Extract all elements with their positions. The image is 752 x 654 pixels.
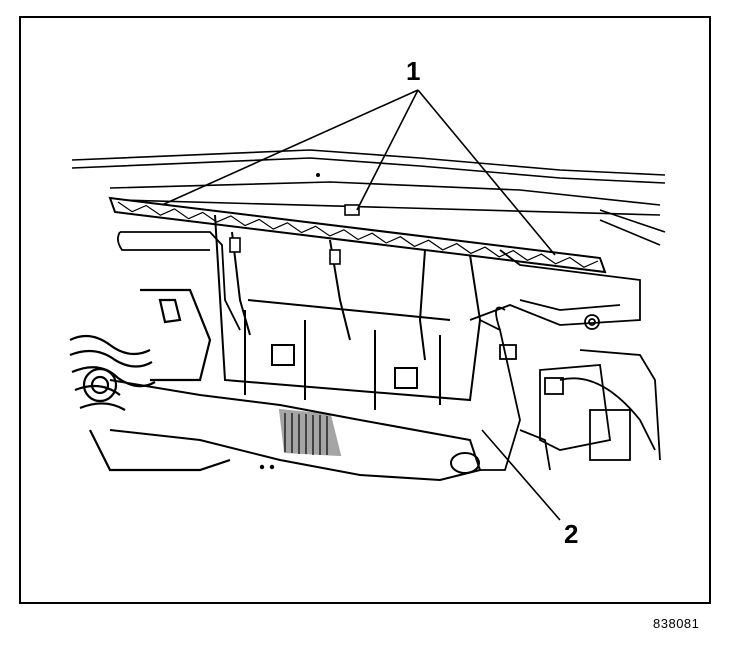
callout-1-label: 1: [406, 56, 421, 86]
figure-id: 838081: [653, 616, 700, 631]
right-engine-components: [479, 306, 661, 471]
wiring-bundle: [69, 288, 231, 472]
figure-frame: [19, 16, 711, 604]
cowl-panel: [71, 149, 666, 246]
wire-clips: [229, 204, 360, 265]
cowl-bracket: [117, 231, 641, 331]
air-duct: [109, 379, 482, 482]
callout-2-label: 2: [564, 519, 579, 549]
callout-1-leaders: [161, 89, 556, 256]
hood-seal-strip: [108, 196, 607, 274]
callout-2-leader: [481, 429, 561, 521]
blower-housing: [214, 214, 482, 410]
fasteners: [259, 173, 320, 470]
